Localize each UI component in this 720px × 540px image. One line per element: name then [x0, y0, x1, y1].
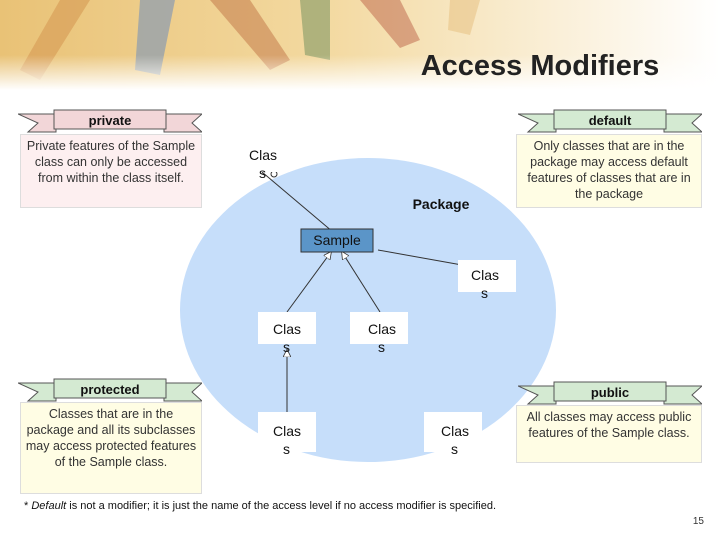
connector-line [261, 171, 334, 233]
class-label-line1: Clas [249, 147, 277, 163]
inheritance-arrow [342, 252, 381, 313]
class-label-line1: Clas [441, 423, 469, 439]
page-number: 15 [692, 516, 704, 527]
package-label: Package [413, 196, 470, 212]
ribbon-public [518, 381, 702, 405]
ribbon-default [518, 109, 702, 133]
class-box-bottom-right: Clas s [424, 412, 482, 457]
description-public: All classes may access public features o… [516, 405, 702, 463]
ribbon-protected [18, 378, 202, 402]
class-label-line2: s [283, 441, 290, 457]
class-label-line1: Clas [368, 321, 396, 337]
ribbon-label-private: private [88, 113, 132, 128]
class-label-line1: Clas [273, 321, 301, 337]
ribbon-label-protected: protected [80, 382, 140, 397]
header-banner-image [0, 0, 720, 90]
description-protected: Classes that are in the package and all … [20, 402, 202, 494]
description-default: Only classes that are in the package may… [516, 134, 702, 208]
class-label-line2: s [259, 165, 266, 181]
page-title: Access Modifiers [420, 50, 660, 82]
class-label-line2: s [283, 339, 290, 355]
class-box-bottom-left: Clas s [258, 412, 316, 457]
footnote-prefix: * [24, 500, 32, 512]
class-label-line1: Clas [273, 423, 301, 439]
ribbon-label-public: public [590, 385, 630, 400]
class-box-mid-left: Clas s [258, 312, 316, 355]
class-label-line2: s [481, 285, 488, 301]
ribbon-label-default: default [588, 113, 632, 128]
description-private: Private features of the Sample class can… [20, 134, 202, 208]
class-box-right-upper: Clas s [458, 260, 516, 301]
class-box-mid-right: Clas s [350, 312, 408, 355]
footnote: * Default is not a modifier; it is just … [24, 500, 496, 512]
class-label-line2: s [378, 339, 385, 355]
footnote-text: is not a modifier; it is just the name o… [66, 500, 497, 512]
connector-line [377, 249, 463, 266]
package-ellipse [180, 158, 556, 462]
class-label-line2: s [451, 441, 458, 457]
class-box-top-left: Clas s [232, 140, 290, 181]
sample-class-box [300, 228, 374, 253]
inheritance-arrow [286, 252, 331, 313]
ribbon-private [18, 109, 202, 133]
class-label-line1: Clas [471, 267, 499, 283]
footnote-italic: Default [31, 500, 67, 512]
sample-class-label: Sample [313, 232, 361, 248]
